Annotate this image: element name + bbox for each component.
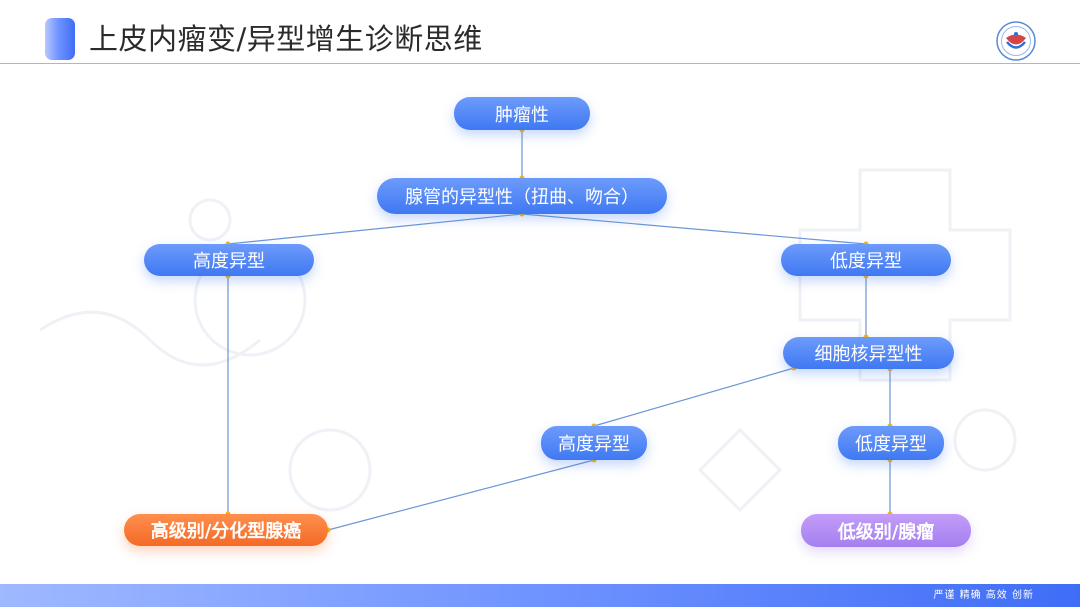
node-neoplastic: 肿瘤性 — [454, 97, 590, 130]
node-glandular-atypia: 腺管的异型性（扭曲、吻合） — [377, 178, 667, 214]
node-low-grade-result: 低级别/腺瘤 — [801, 514, 971, 547]
node-low-atypia-right: 低度异型 — [781, 244, 951, 276]
node-high-grade-result: 高级别/分化型腺癌 — [124, 514, 328, 546]
node-high-atypia-mid: 高度异型 — [541, 426, 647, 460]
footer-bar — [0, 584, 1080, 607]
connector-glandular-to-high-left — [227, 213, 523, 245]
page-title: 上皮内瘤变/异型增生诊断思维 — [89, 22, 483, 56]
node-nuclear-atypia: 细胞核异型性 — [783, 337, 954, 369]
node-high-atypia-left: 高度异型 — [144, 244, 314, 276]
institution-logo-icon — [996, 21, 1036, 61]
header-accent-bar — [45, 18, 75, 60]
footer-slogan: 严谨 精确 高效 创新 — [933, 590, 1034, 601]
connector-high-mid-to-result — [327, 459, 595, 531]
connector-nuclear-to-high-mid — [593, 367, 795, 427]
connector-glandular-to-low-right — [521, 213, 867, 245]
header-divider — [0, 63, 1080, 64]
node-low-atypia-lower: 低度异型 — [838, 426, 944, 460]
